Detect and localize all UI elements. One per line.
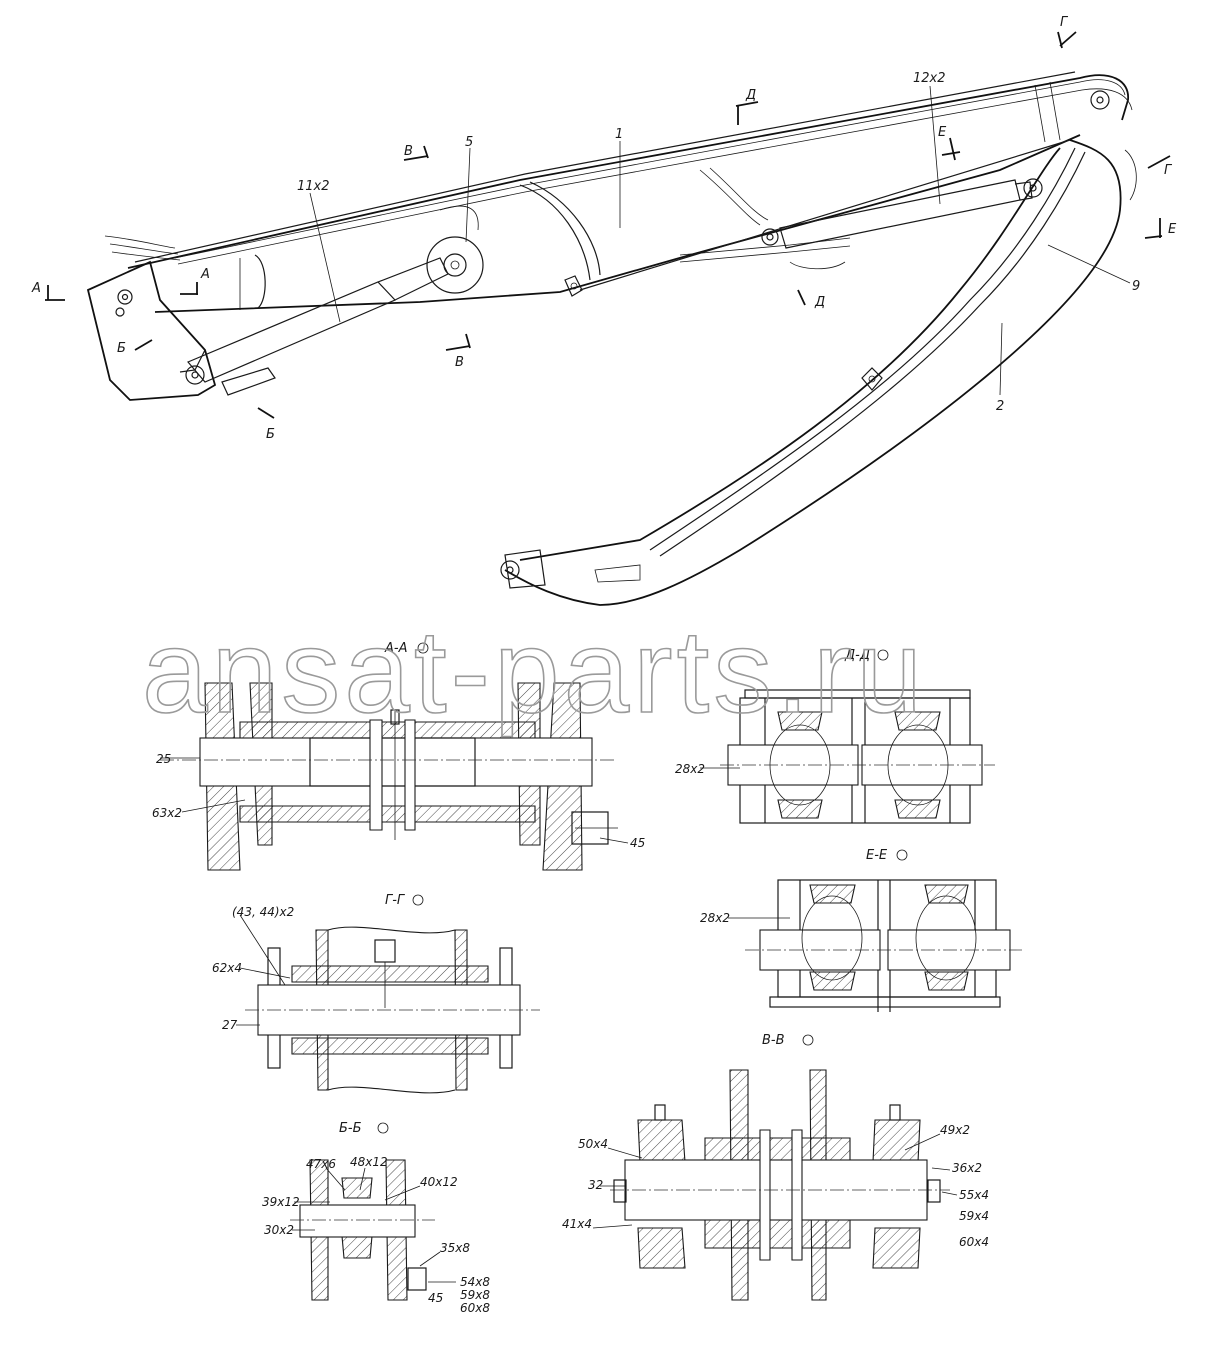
arm-part-2 bbox=[500, 139, 1137, 606]
bb-label-60: 60x8 bbox=[460, 1301, 490, 1315]
ee-label-28: 28x2 bbox=[700, 911, 730, 925]
marker-d-top: Д bbox=[745, 88, 756, 103]
cut-markers bbox=[45, 31, 1171, 419]
vv-label-50: 50x4 bbox=[578, 1137, 608, 1151]
marker-g-right: Г bbox=[1164, 163, 1173, 178]
boom-assembly-view: 1 5 11x2 12x2 9 2 А А Б Б В В Д Д Е Е Г … bbox=[31, 15, 1177, 606]
section-bb: Б-Б 47x6 48x12 40x12 39x12 30x2 35x8 54x… bbox=[262, 1121, 490, 1315]
bb-label-59: 59x8 bbox=[460, 1288, 490, 1302]
marker-a-inner: А bbox=[200, 267, 210, 282]
bb-label-54: 54x8 bbox=[460, 1275, 490, 1289]
bb-label-35: 35x8 bbox=[440, 1241, 470, 1255]
marker-v-bottom: В bbox=[455, 355, 464, 370]
vv-label-59: 59x4 bbox=[959, 1209, 989, 1223]
label-part-12: 12x2 bbox=[913, 71, 946, 86]
watermark-text: ansat-parts.ru bbox=[142, 606, 926, 738]
section-ee: Е-Е 28x2 bbox=[700, 848, 1022, 1012]
section-gg: Г-Г (43, 44)x2 62x4 27 bbox=[212, 893, 540, 1094]
label-part-2: 2 bbox=[996, 399, 1004, 414]
bb-label-39: 39x12 bbox=[262, 1195, 300, 1209]
bb-label-45: 45 bbox=[428, 1291, 443, 1305]
section-dd: Д-Д 28x2 bbox=[675, 648, 995, 824]
marker-g-top: Г bbox=[1060, 15, 1069, 30]
vv-label-36: 36x2 bbox=[952, 1161, 982, 1175]
section-ee-title: Е-Е bbox=[866, 848, 888, 863]
label-part-11: 11x2 bbox=[297, 179, 330, 194]
arm-cylinder-12 bbox=[679, 179, 1033, 270]
gg-label-62: 62x4 bbox=[212, 961, 242, 975]
vv-label-55: 55x4 bbox=[959, 1188, 989, 1202]
bb-label-30: 30x2 bbox=[264, 1223, 294, 1237]
boom-part-1 bbox=[86, 71, 1129, 401]
marker-b-left: Б bbox=[117, 341, 126, 356]
bb-label-48: 48x12 bbox=[350, 1155, 388, 1169]
aa-label-45: 45 bbox=[630, 836, 645, 850]
section-aa: А-А 25 63x2 45 bbox=[152, 641, 645, 871]
vv-label-32: 32 bbox=[588, 1178, 603, 1192]
vv-label-41: 41x4 bbox=[562, 1217, 592, 1231]
label-part-9: 9 bbox=[1132, 279, 1140, 294]
section-vv: В-В 50x4 32 41x4 49x2 36x2 55x4 59x4 60x… bbox=[562, 1033, 989, 1301]
boom-cylinder-11 bbox=[185, 236, 484, 396]
vv-label-49: 49x2 bbox=[940, 1123, 970, 1137]
aa-label-63: 63x2 bbox=[152, 806, 182, 820]
gg-label-43-44: (43, 44)x2 bbox=[232, 905, 294, 919]
aa-label-25: 25 bbox=[156, 752, 171, 766]
marker-d-bottom: Д bbox=[814, 295, 825, 310]
dd-label-28: 28x2 bbox=[675, 762, 705, 776]
section-aa-title: А-А bbox=[384, 641, 407, 656]
section-bb-title: Б-Б bbox=[339, 1121, 362, 1136]
marker-b-bottom: Б bbox=[266, 427, 275, 442]
section-vv-title: В-В bbox=[762, 1033, 785, 1048]
vv-label-60: 60x4 bbox=[959, 1235, 989, 1249]
marker-a-left: А bbox=[31, 281, 41, 296]
marker-v-top: В bbox=[404, 144, 413, 159]
bb-label-40: 40x12 bbox=[420, 1175, 458, 1189]
section-dd-title: Д-Д bbox=[844, 648, 870, 663]
marker-e-top: Е bbox=[938, 125, 947, 140]
bb-label-47: 47x6 bbox=[306, 1157, 336, 1171]
marker-e-right: Е bbox=[1168, 222, 1177, 237]
gg-label-27: 27 bbox=[222, 1018, 238, 1032]
label-part-1: 1 bbox=[615, 127, 623, 142]
label-part-5: 5 bbox=[465, 135, 473, 150]
section-gg-title: Г-Г bbox=[385, 893, 406, 908]
